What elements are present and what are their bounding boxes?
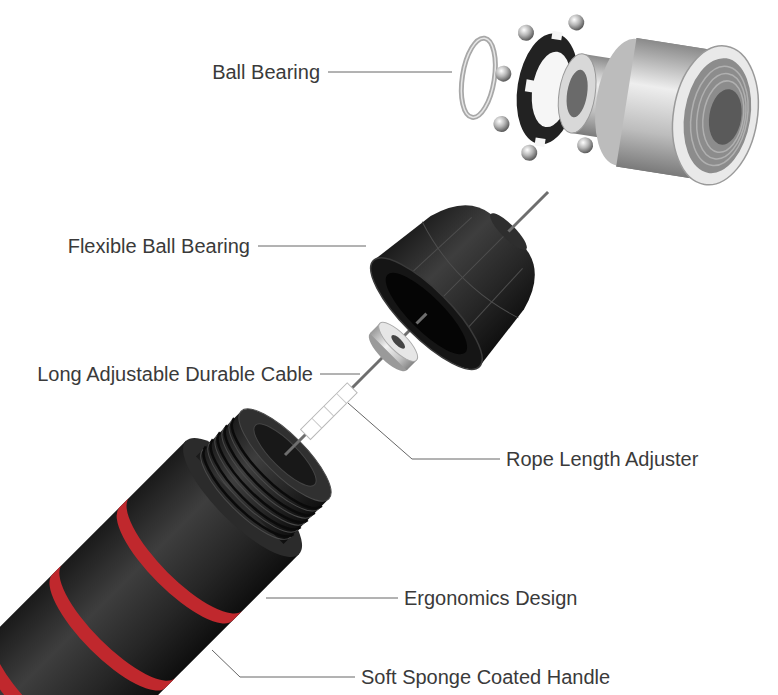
handle-assembly-shape [417,314,427,324]
ball-bearing-assembly-shape-shape [698,78,749,155]
leader-lines-shape [328,72,452,73]
part-label: Ergonomics Design [404,586,577,610]
leader-lines-shape [266,598,398,599]
leader-lines-shape [348,403,500,459]
handle-assembly-shape [312,393,347,428]
ball-bearing-assembly-shape [684,62,755,170]
handle-assembly-shape [0,632,108,695]
ball-bearing-assembly-shape [517,28,563,147]
handle-assembly-shape [389,333,407,351]
part-label: Flexible Ball Bearing [68,234,250,258]
ball-bearing-assembly-shape [663,40,768,191]
handle-assembly-shape-shape [312,418,322,428]
handle-assembly-shape-shape [324,406,334,416]
ball-bearing-assembly-shape-shape [684,62,755,170]
ball-bearing-assembly-shape [520,144,538,162]
ball-bearing-assembly-shape [517,24,535,42]
part-label: Soft Sponge Coated Handle [361,665,610,689]
ball-bearing-assembly-shape [567,13,585,31]
ball-bearing-assembly-shape-shape [551,31,562,40]
ball-bearing-assembly-shape-shape [691,70,752,162]
leader-lines-shape [320,374,360,375]
handle-assembly-shape [376,263,478,365]
handle-assembly [0,135,605,695]
ball-bearing-assembly-shape [576,136,594,154]
handle-assembly-shape-shape [337,393,347,403]
ball-bearing-assembly-shape [563,68,590,119]
part-label: Rope Length Adjuster [506,447,698,471]
leader-lines-shape [258,246,366,247]
ball-bearing-assembly-shape-shape [525,79,535,92]
ball-bearing-assembly-shape [705,87,745,147]
part-label: Ball Bearing [212,60,320,84]
ball-bearing-assembly-shape [456,36,500,120]
ball-bearing-assembly-shape [492,115,510,133]
ball-bearing-assembly [451,0,769,195]
handle-assembly-shape [301,383,358,440]
handle-assembly-shape [508,192,548,232]
handle-assembly-shape [34,565,175,695]
handle-assembly-shape [101,497,242,638]
handle-assembly-shape [356,244,496,384]
ball-bearing-assembly-shape [553,51,601,136]
ball-bearing-assembly-shape [676,53,759,178]
ball-bearing-assembly-shape [456,36,500,120]
ball-bearing-assembly-shape-shape [534,138,545,147]
ball-bearing-assembly-shape [494,64,512,82]
leader-lines-shape [212,650,355,677]
part-label: Long Adjustable Durable Cable [37,362,313,386]
